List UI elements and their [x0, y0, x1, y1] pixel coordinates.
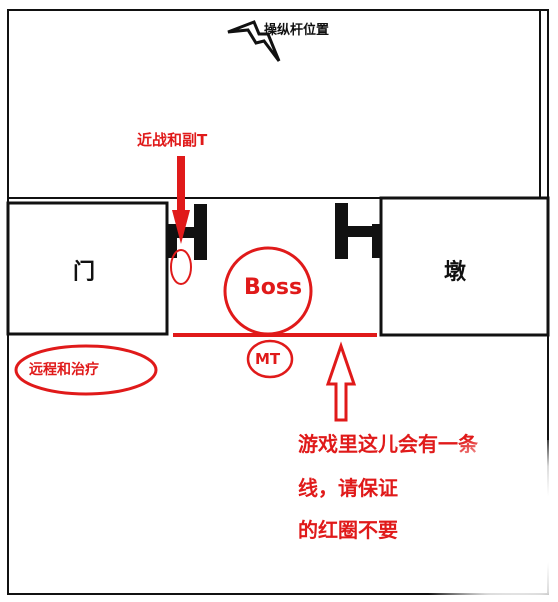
melee-arrow [172, 156, 190, 244]
melee-circle [170, 249, 192, 285]
mt-circle [246, 339, 294, 379]
ranged-circle [14, 344, 158, 396]
note-line-3: 的红圈不要 [298, 518, 398, 542]
lightning-bolt-icon [227, 20, 281, 62]
ranged-healer-label: 远程和治疗 [29, 362, 99, 378]
boss-label: Boss [244, 275, 303, 300]
top-wall [8, 10, 541, 199]
left-bracket [168, 204, 207, 260]
note-line-2: 线，请保证 [298, 476, 398, 500]
door-block [6, 201, 169, 336]
watermark-fade [415, 440, 558, 602]
melee-offtank-label: 近战和副T [137, 131, 208, 149]
pillar-block [379, 196, 550, 337]
right-bracket [335, 203, 381, 259]
line-pointer-arrow [325, 341, 357, 422]
lever-position-label: 操纵杆位置 [264, 23, 330, 38]
pillar-label: 墩 [444, 260, 467, 285]
door-label: 门 [73, 260, 96, 285]
mt-label: MT [255, 350, 281, 368]
